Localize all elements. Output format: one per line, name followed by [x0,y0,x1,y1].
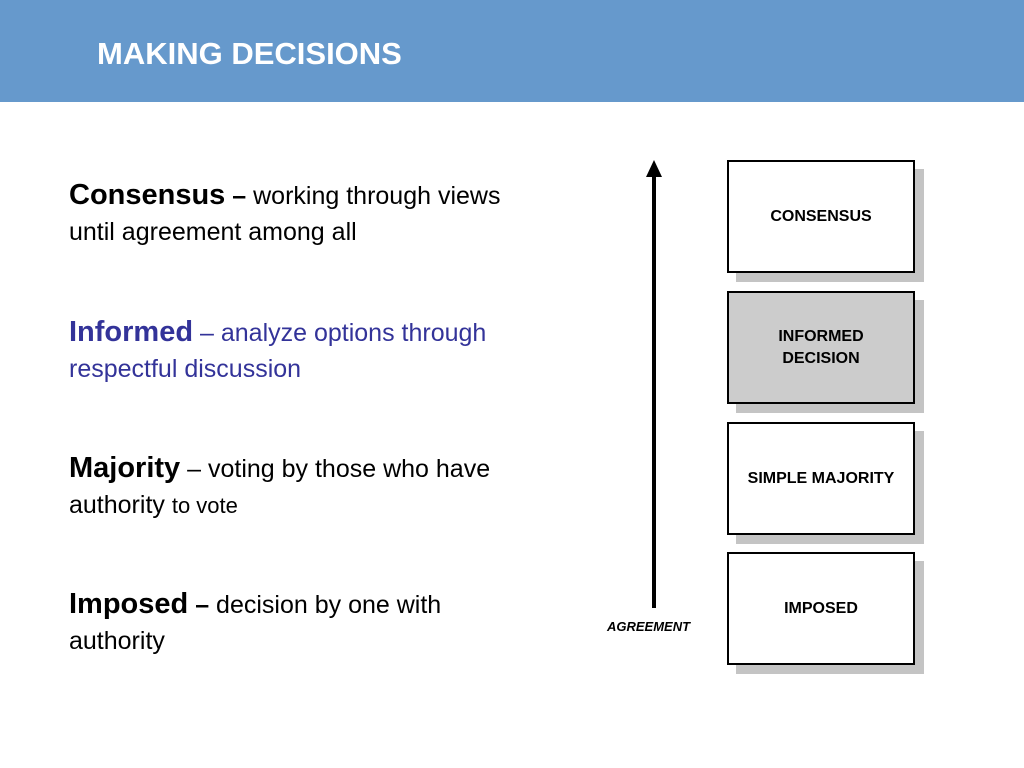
definition-text: decision by one with authority [69,591,442,655]
level-box-imposed: IMPOSED [727,552,915,665]
term-informed: Informed [69,316,194,348]
level-label: CONSENSUS [770,208,872,225]
agreement-arrow-icon [646,160,662,608]
definition-consensus: Consensus – working through views until … [69,177,539,250]
level-label: IMPOSED [784,600,858,617]
level-box-informed-decision: INFORMED DECISION [727,291,915,404]
separator: – [188,591,217,619]
term-imposed: Imposed [69,588,189,620]
definition-majority: Majority – voting by those who have auth… [69,450,539,524]
separator: – [225,182,254,210]
level-label-line1: INFORMED [778,328,864,345]
axis-label-agreement: AGREEMENT [607,619,691,634]
separator: – [180,455,208,483]
level-box-simple-majority: SIMPLE MAJORITY [727,422,915,535]
definition-text: working through views until agreement am… [69,182,501,246]
term-consensus: Consensus [69,179,226,211]
definition-text: analyze options through respectful discu… [69,319,487,383]
definition-text-small: to vote [171,493,238,518]
level-box-consensus: CONSENSUS [727,160,915,273]
slide-title: MAKING DECISIONS [97,36,402,71]
level-label: SIMPLE MAJORITY [747,470,895,487]
definition-informed: Informed – analyze options through respe… [69,314,539,387]
level-label-line2: DECISION [782,350,860,367]
title-bar: MAKING DECISIONS [0,0,1024,102]
separator: – [193,319,221,347]
definition-imposed: Imposed – decision by one with authority [69,586,539,659]
term-majority: Majority [69,452,181,484]
definition-text: voting by those who have authority [69,455,491,519]
